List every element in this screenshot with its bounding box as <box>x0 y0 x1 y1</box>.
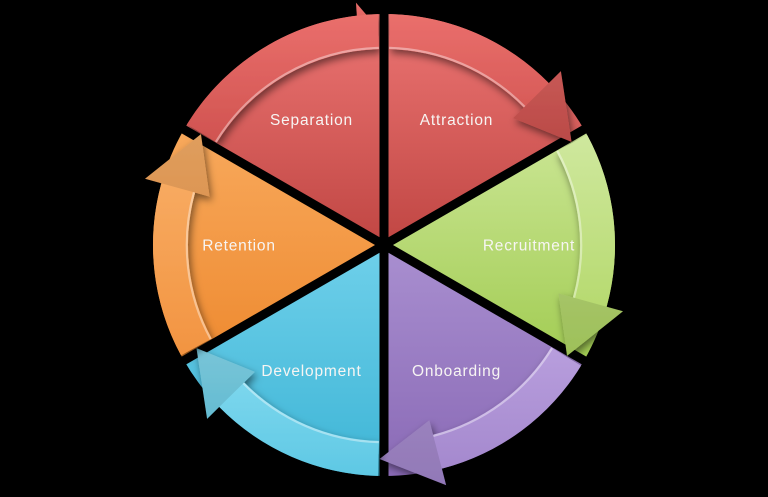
arrowhead-shade <box>379 420 447 486</box>
wedge-retention <box>153 129 384 361</box>
segment-label-recruitment: Recruitment <box>483 238 575 255</box>
flow-arrow-development <box>196 348 379 476</box>
flow-arrow-onboarding <box>379 347 581 486</box>
segment-label-onboarding: Onboarding <box>412 363 501 380</box>
segment-labels: Attraction Recruitment Onboarding Develo… <box>202 112 575 380</box>
segment-label-separation: Separation <box>270 112 353 129</box>
arrow-highlight <box>433 347 554 437</box>
segment-label-development: Development <box>261 363 361 380</box>
diagram-graphics <box>145 0 623 497</box>
flow-arrow-retention <box>145 134 212 356</box>
arrowhead-shade <box>145 134 210 197</box>
flow-arrow-attraction <box>389 14 572 142</box>
wedge-recruitment <box>384 129 615 361</box>
arrow-highlight <box>214 46 379 143</box>
segment-label-attraction: Attraction <box>420 112 493 129</box>
arrow-ribbon <box>187 14 379 143</box>
flow-arrow-recruitment <box>556 134 623 356</box>
arrow-highlight <box>242 382 379 444</box>
segment-label-retention: Retention <box>202 238 276 255</box>
arrow-highlight <box>556 150 583 298</box>
arrow-highlight <box>389 46 526 108</box>
arrowhead-shade <box>513 71 572 142</box>
arrowhead-shade <box>558 293 623 356</box>
arrow-highlight <box>185 192 212 340</box>
arrowhead-shade <box>196 348 255 419</box>
flow-arrow-separation <box>187 2 379 143</box>
